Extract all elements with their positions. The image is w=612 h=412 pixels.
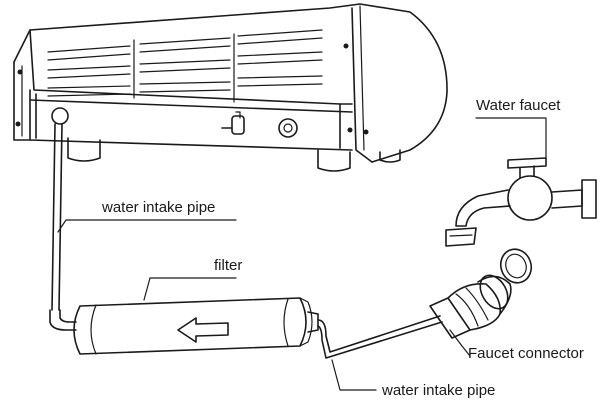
inlet-port-icon [51,107,69,125]
foot-back [379,149,401,163]
screw-icon [363,129,369,135]
filter-cartridge [73,297,319,355]
leader-lower-pipe [331,359,377,391]
faucet-connector-icon [429,274,512,339]
label-water-faucet: Water faucet [476,97,561,114]
label-filter: filter [214,257,242,274]
label-faucet-connector: Faucet connector [468,345,584,362]
leader-upper-pipe [57,219,237,233]
screw-icon [347,127,353,133]
screw-icon [343,43,349,49]
lower-intake-pipe [317,315,443,359]
drain-fitting-icon [278,118,298,138]
label-water-intake-pipe-upper: water intake pipe [101,199,215,216]
leader-lines [57,117,547,391]
leader-filter [143,277,237,301]
label-water-intake-pipe-lower: water intake pipe [381,382,495,399]
washer-ring-icon [499,248,533,284]
leader-faucet-connector [449,329,471,357]
leader-water-faucet [475,117,547,159]
machine-unit [13,3,448,172]
vent-slats [47,29,323,103]
valve-knob-icon [221,111,245,135]
upper-intake-pipe [49,123,77,331]
flow-arrow-icon [177,317,229,343]
water-faucet-icon [445,157,597,247]
screw-icon [15,121,21,127]
foot-left [67,137,101,162]
screw-icon [17,69,23,75]
foot-right [317,149,351,172]
